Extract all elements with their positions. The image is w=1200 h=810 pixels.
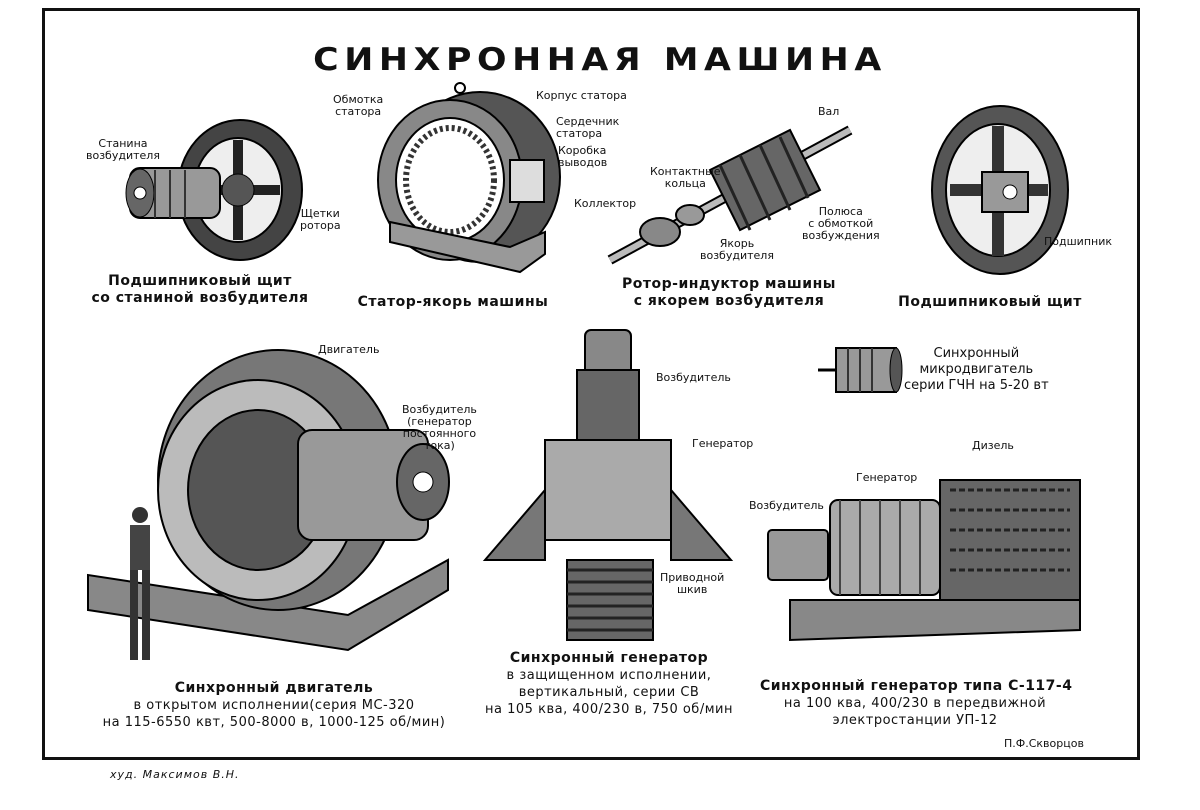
- label-motor: Двигатель: [318, 343, 380, 356]
- generator-vertical-illustration: [482, 329, 734, 641]
- micromotor-illustration: [818, 347, 903, 393]
- label-vertical-exciter: Возбудитель: [656, 371, 731, 384]
- label-slip-rings: Контактные кольца: [650, 165, 721, 190]
- rotor-illustration: [607, 125, 853, 265]
- label-exciter-frame: Станина возбудителя: [86, 137, 160, 162]
- caption-generator-c117-title: Синхронный генератор типа С-117-4: [760, 678, 1073, 694]
- generator-c117-illustration: [767, 479, 1081, 642]
- bearing-exciter-illustration: [125, 119, 303, 261]
- label-vertical-generator: Генератор: [692, 437, 754, 450]
- caption-generator-vertical-line1: в защищенном исполнении,: [506, 668, 712, 683]
- caption-motor-line2: на 115-6550 квт, 500-8000 в, 1000-125 об…: [102, 715, 446, 730]
- bearing-shield-illustration: [931, 105, 1069, 275]
- caption-generator-c117: Синхронный генератор типа С-117-4 на 100…: [760, 678, 1073, 729]
- caption-rotor-line2: с якорем возбудителя: [633, 293, 825, 309]
- caption-motor-title: Синхронный двигатель: [174, 680, 374, 696]
- caption-rotor: Ротор-индуктор машины с якорем возбудите…: [604, 276, 854, 310]
- label-micromotor: Синхронный микродвигатель серии ГЧН на 5…: [904, 346, 1049, 393]
- label-collector: Коллектор: [574, 197, 637, 210]
- label-diesel: Дизель: [972, 439, 1014, 452]
- signature: П.Ф.Скворцов: [1004, 737, 1084, 750]
- stator-illustration: [377, 82, 561, 274]
- caption-bearing-exciter: Подшипниковый щит со станиной возбудител…: [70, 273, 330, 307]
- label-poles: Полюса с обмоткой возбуждения: [802, 205, 880, 242]
- caption-rotor-line1: Ротор-индуктор машины: [622, 276, 836, 292]
- label-drive-pulley: Приводной шкив: [660, 571, 725, 596]
- label-exciter-armature: Якорь возбудителя: [700, 237, 774, 262]
- caption-generator-c117-line2: электростанции УП-12: [832, 713, 998, 728]
- caption-bearing-exciter-line2: со станиной возбудителя: [91, 290, 309, 306]
- caption-generator-vertical: Синхронный генератор в защищенном исполн…: [484, 650, 734, 718]
- label-motor-exciter: Возбудитель (генератор постоянного тока): [402, 403, 477, 452]
- poster-frame: [42, 8, 1140, 760]
- caption-stator: Статор-якорь машины: [357, 294, 549, 310]
- caption-motor-line1: в открытом исполнении(серия МС-320: [133, 698, 415, 713]
- label-c117-generator: Генератор: [856, 471, 918, 484]
- caption-generator-vertical-line2: вертикальный, серии СВ: [518, 685, 700, 700]
- caption-bearing-shield: Подшипниковый щит: [898, 294, 1082, 310]
- label-stator-winding: Обмотка статора: [333, 93, 384, 118]
- label-stator-housing: Корпус статора: [536, 89, 627, 102]
- label-bearing: Подшипник: [1044, 235, 1112, 248]
- caption-generator-vertical-title: Синхронный генератор: [509, 650, 709, 666]
- caption-bearing-exciter-line1: Подшипниковый щит: [108, 273, 292, 289]
- caption-generator-c117-line1: на 100 ква, 400/230 в передвижной: [783, 696, 1047, 711]
- caption-generator-vertical-line3: на 105 ква, 400/230 в, 750 об/мин: [485, 702, 733, 717]
- poster-title: СИНХРОННАЯ МАШИНА: [313, 42, 887, 78]
- motor-illustration: [87, 349, 450, 660]
- artist-credit: худ. Максимов В.Н.: [110, 768, 240, 781]
- label-terminal-box: Коробка выводов: [558, 144, 608, 169]
- label-c117-exciter: Возбудитель: [749, 499, 824, 512]
- caption-motor: Синхронный двигатель в открытом исполнен…: [94, 680, 454, 731]
- label-rotor-shaft: Вал: [818, 105, 840, 118]
- label-stator-core: Сердечник статора: [556, 115, 620, 140]
- label-rotor-brushes: Щетки ротора: [300, 207, 341, 232]
